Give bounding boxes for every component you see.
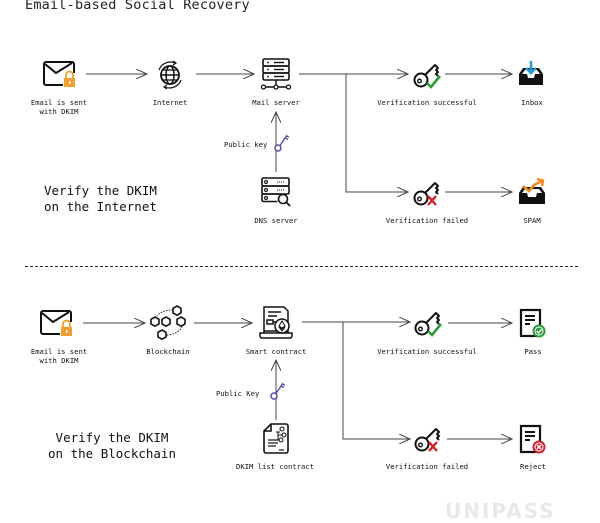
document-check-icon [519, 308, 546, 338]
label-reject: Reject [520, 462, 546, 471]
label-spam: SPAM [523, 216, 541, 225]
label-email-sent-1: Email is sent with DKIM [30, 98, 88, 116]
label-verification-failed-1: Verification failed [385, 216, 469, 225]
section-divider [25, 266, 578, 267]
inbox-icon [519, 61, 543, 85]
label-verification-failed-2: Verification failed [385, 462, 469, 471]
dns-server-icon [261, 177, 291, 207]
email-lock-icon [43, 61, 76, 88]
label-internet: Internet [152, 98, 188, 107]
spam-tray-icon [519, 177, 545, 204]
key-check-icon [414, 312, 443, 337]
public-key-icon [274, 134, 290, 152]
email-lock-icon [40, 310, 73, 337]
mail-server-icon [260, 58, 292, 90]
label-email-sent-2: Email is sent with DKIM [30, 347, 88, 365]
label-smart-contract: Smart contract [245, 347, 307, 356]
blockchain-icon [150, 305, 186, 341]
label-public-key-1: Public key [224, 140, 268, 149]
diagram-title: Email-based Social Recovery [25, 0, 250, 13]
globe-icon [158, 60, 182, 90]
key-cross-icon [413, 182, 439, 206]
label-dkim-list-contract: DKIM list contract [236, 462, 314, 471]
label-public-key-2: Public Key [216, 389, 260, 398]
label-pass: Pass [524, 347, 542, 356]
key-cross-icon [414, 428, 440, 452]
section-heading-internet: Verify the DKIM on the Internet [44, 183, 157, 214]
contract-document-icon [263, 423, 289, 454]
label-blockchain: Blockchain [146, 347, 190, 356]
document-reject-icon [519, 424, 546, 454]
smart-contract-icon [259, 306, 293, 339]
section-heading-blockchain: Verify the DKIM on the Blockchain [48, 430, 176, 461]
unipass-watermark: UNIPASS [445, 499, 556, 523]
section-1-arrows [86, 74, 512, 192]
label-dns-server: DNS server [254, 216, 298, 225]
public-key-icon [270, 382, 286, 400]
label-inbox: Inbox [521, 98, 543, 107]
label-verification-successful-1: Verification successful [377, 98, 477, 107]
label-mail-server: Mail server [252, 98, 300, 107]
label-verification-successful-2: Verification successful [377, 347, 477, 356]
arrow-contract-to-failed [342, 322, 410, 439]
arrow-mailserver-to-failed [345, 74, 408, 192]
section-2-arrows [83, 322, 512, 439]
key-check-icon [413, 64, 442, 89]
